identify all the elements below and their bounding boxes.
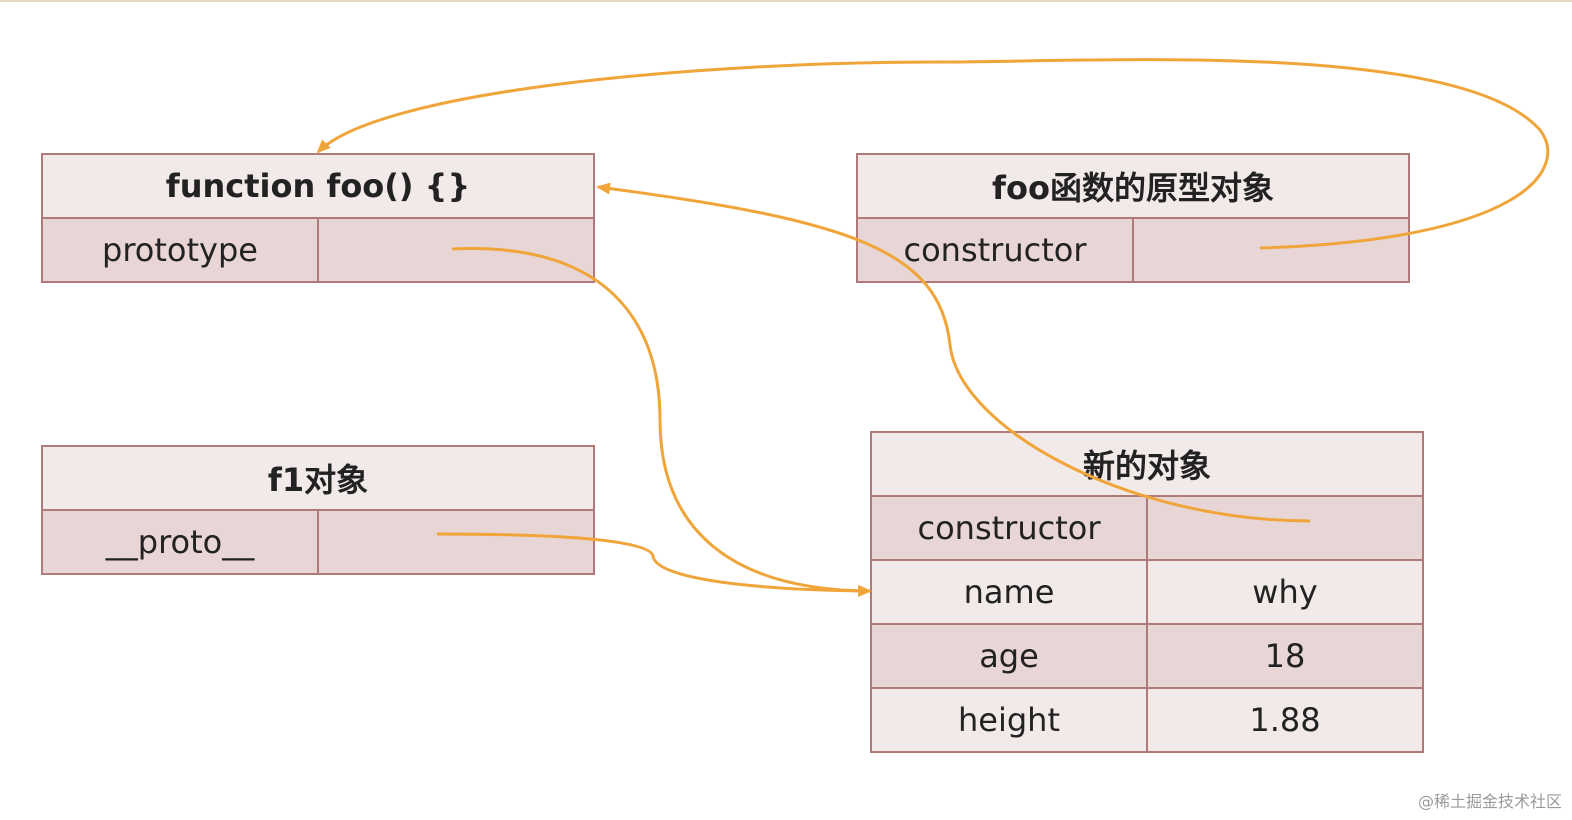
watermark-text: @稀土掘金技术社区 <box>1417 792 1562 811</box>
new-object-constructor-value <box>1146 495 1424 561</box>
f1-object-title: f1对象 <box>41 445 595 511</box>
foo-prototype-constructor-value <box>1132 217 1410 283</box>
f1-object-box: f1对象 __proto__ <box>41 445 595 575</box>
f1-object-proto-value <box>317 509 595 575</box>
top-divider <box>0 0 1572 2</box>
new-object-box: 新的对象 constructor name why age 18 height … <box>870 431 1424 753</box>
new-object-name-key: name <box>870 559 1148 625</box>
new-object-height-key: height <box>870 687 1148 753</box>
f1-object-proto-key: __proto__ <box>41 509 319 575</box>
arrow-proto-to-new-object <box>436 532 872 597</box>
arrow-new-constructor-to-foo <box>596 182 1311 523</box>
foo-function-title: function foo() {} <box>41 153 595 219</box>
arrow-prototype-constructor-to-foo <box>316 58 1550 250</box>
foo-prototype-box: foo函数的原型对象 constructor <box>856 153 1410 283</box>
new-object-height-value: 1.88 <box>1146 687 1424 753</box>
arrow-prototype-to-new-object <box>451 247 872 597</box>
foo-prototype-constructor-key: constructor <box>856 217 1134 283</box>
